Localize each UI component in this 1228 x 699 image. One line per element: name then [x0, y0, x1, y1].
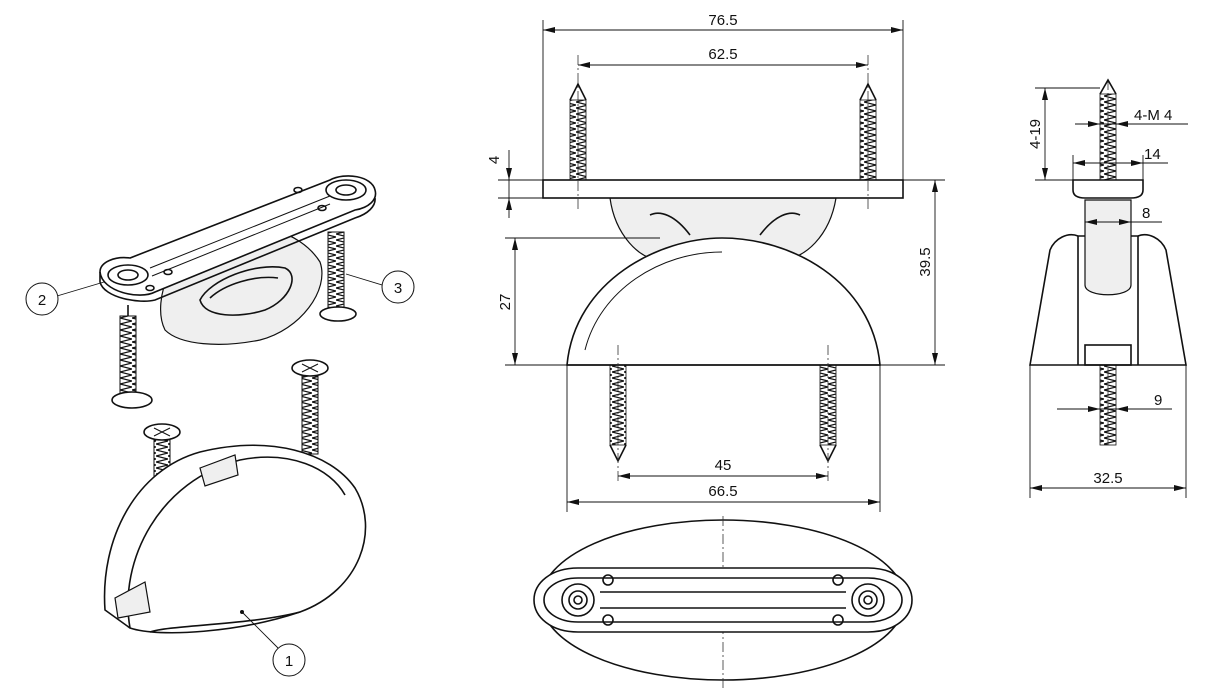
dim-body-height-label: 27: [497, 294, 514, 311]
dim-base-width: 66.5: [566, 365, 881, 512]
callout-3: 3: [345, 270, 415, 304]
dim-screw-length: 4-19: [1027, 87, 1100, 181]
dim-slot-width-label: 9: [1154, 392, 1162, 409]
dim-head-diameter-label: 14: [1144, 146, 1161, 163]
dim-depth: 32.5: [1029, 365, 1187, 498]
dim-plate-thickness-label: 4: [486, 156, 503, 164]
dim-overall-width-label: 76.5: [708, 12, 737, 29]
front-view: 76.5 62.5 4 27: [486, 12, 945, 512]
mounting-plate-iso: [99, 175, 377, 345]
dim-overall-width: 76.5: [542, 12, 904, 180]
dim-screw-spacing-bottom-label: 45: [715, 457, 732, 474]
dim-slot-width: 9: [1057, 392, 1172, 412]
dim-thread-label: 4-M 4: [1134, 107, 1172, 124]
dim-shank-diameter-label: 8: [1142, 205, 1150, 222]
dim-screw-spacing-bottom: 45: [617, 345, 829, 482]
side-view: 4-19 4-M 4 14 8 9: [1027, 78, 1188, 498]
screw-iso-left: [111, 305, 153, 409]
dim-screw-spacing-top-label: 62.5: [708, 46, 737, 63]
screw-iso-right: [319, 231, 357, 322]
dim-total-height-label: 39.5: [917, 247, 934, 276]
bottom-view: [533, 516, 913, 690]
dim-head-diameter: 14: [1072, 146, 1168, 180]
callout-2: 2: [25, 281, 105, 316]
stopper-body-iso: [103, 444, 367, 634]
dim-plate-thickness: 4: [486, 150, 543, 218]
dim-thread: 4-M 4: [1075, 107, 1188, 127]
dim-depth-label: 32.5: [1093, 470, 1122, 487]
callout-1-label: 1: [285, 653, 293, 670]
dim-screw-length-label: 4-19: [1027, 119, 1044, 149]
dim-body-height: 27: [497, 237, 660, 366]
callout-3-label: 3: [394, 280, 402, 297]
isometric-exploded-view: 1 2 3: [25, 175, 415, 677]
callout-2-label: 2: [38, 292, 46, 309]
screw-iso-top-right: [291, 359, 329, 455]
dim-total-height: 39.5: [880, 179, 945, 366]
dim-shank-diameter: 8: [1085, 205, 1162, 225]
dim-base-width-label: 66.5: [708, 483, 737, 500]
callout-1: 1: [241, 611, 306, 677]
dim-screw-spacing-top: 62.5: [577, 46, 869, 210]
